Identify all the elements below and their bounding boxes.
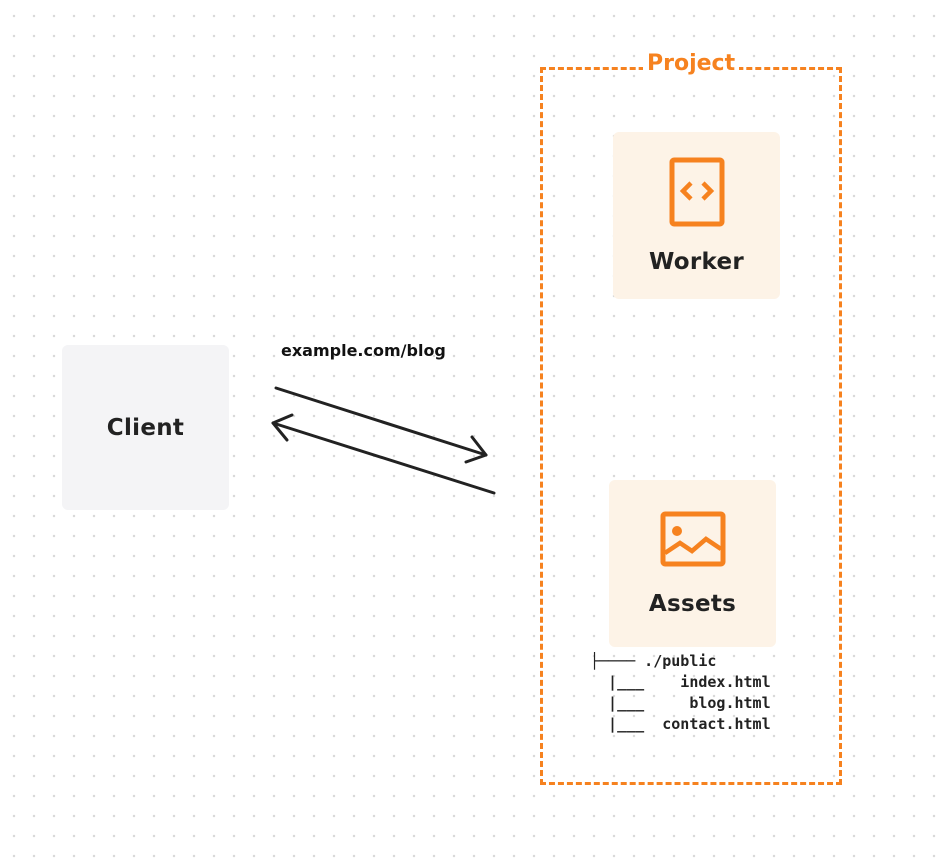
assets-node: Assets — [609, 480, 776, 647]
tree-line-index: |___ index.html — [590, 673, 771, 691]
code-file-icon — [669, 157, 724, 226]
assets-label: Assets — [648, 590, 737, 617]
worker-node: Worker — [613, 132, 780, 299]
client-label: Client — [106, 414, 185, 441]
image-icon — [660, 511, 725, 566]
client-node: Client — [62, 345, 229, 510]
public-directory-tree: ├──── ./public |___ index.html |___ blog… — [590, 651, 771, 735]
project-title: Project — [643, 50, 740, 78]
tree-line-blog: |___ blog.html — [590, 694, 771, 712]
response-arrow — [271, 413, 496, 495]
request-url-label: example.com/blog — [281, 341, 446, 360]
worker-label: Worker — [648, 248, 745, 275]
request-arrow — [274, 386, 488, 464]
tree-line-public: ├──── ./public — [590, 652, 717, 670]
tree-line-contact: |___ contact.html — [590, 715, 771, 733]
